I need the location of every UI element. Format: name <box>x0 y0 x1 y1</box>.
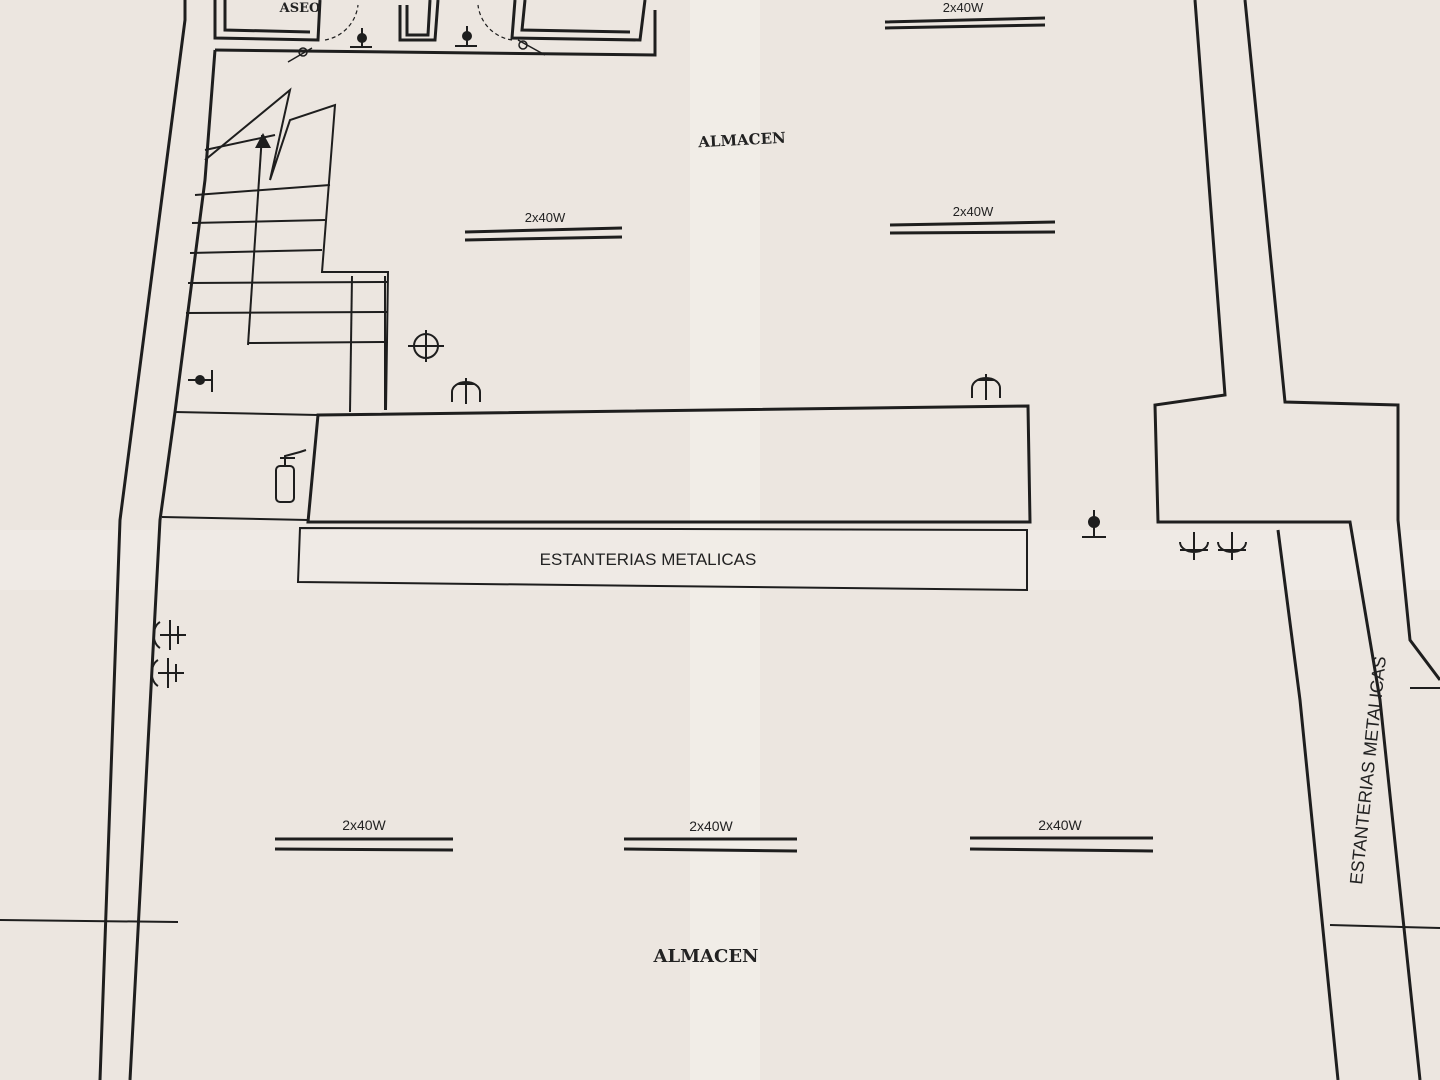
light-point-icon <box>517 39 546 56</box>
light-fixture-label: 2x40W <box>689 818 733 834</box>
shelving-horizontal <box>296 526 1028 592</box>
emergency-light-icon <box>150 658 184 688</box>
emergency-light-icon <box>152 620 186 650</box>
light-fixture: 2x40W <box>464 210 623 242</box>
paper-fold-horizontal <box>0 530 1440 590</box>
switch-icon <box>350 28 372 48</box>
light-point-icon <box>287 47 313 63</box>
switch-icon <box>455 26 477 47</box>
socket-icon <box>408 330 444 362</box>
light-fixture-label: 2x40W <box>943 0 984 15</box>
extinguisher-icon <box>275 449 307 503</box>
light-fixture: 2x40W <box>884 0 1046 30</box>
right-wall <box>1153 0 1440 1080</box>
staircase <box>185 87 390 413</box>
light-fixture: 2x40W <box>969 817 1154 853</box>
switch-icon <box>188 370 213 392</box>
stair-arrow-icon <box>255 133 271 148</box>
light-fixture-label: 2x40W <box>1038 817 1082 833</box>
room-label-aseo: ASEO <box>279 1 321 16</box>
room-label-almacen-top: ALMACEN <box>697 129 787 152</box>
right-wall-lines <box>0 687 1440 929</box>
light-fixture: 2x40W <box>889 204 1056 235</box>
emergency-light-icon <box>451 378 481 404</box>
interior-lines <box>161 411 319 521</box>
light-fixture: 2x40W <box>274 817 454 852</box>
light-fixture-label: 2x40W <box>525 210 566 225</box>
light-fixture: 2x40W <box>623 818 798 853</box>
central-block <box>306 404 1032 524</box>
light-fixture-label: 2x40W <box>953 204 994 219</box>
room-label-almacen-bottom: ALMACEN <box>652 946 758 967</box>
shelving-horizontal-label: ESTANTERIAS METALICAS <box>540 550 757 569</box>
light-fixture-label: 2x40W <box>342 817 386 833</box>
emergency-light-icon <box>1179 532 1209 560</box>
emergency-light-icon <box>971 374 1001 400</box>
aseo-block <box>213 0 657 57</box>
emergency-light-icon <box>1217 532 1247 560</box>
switch-icon <box>1082 510 1106 538</box>
